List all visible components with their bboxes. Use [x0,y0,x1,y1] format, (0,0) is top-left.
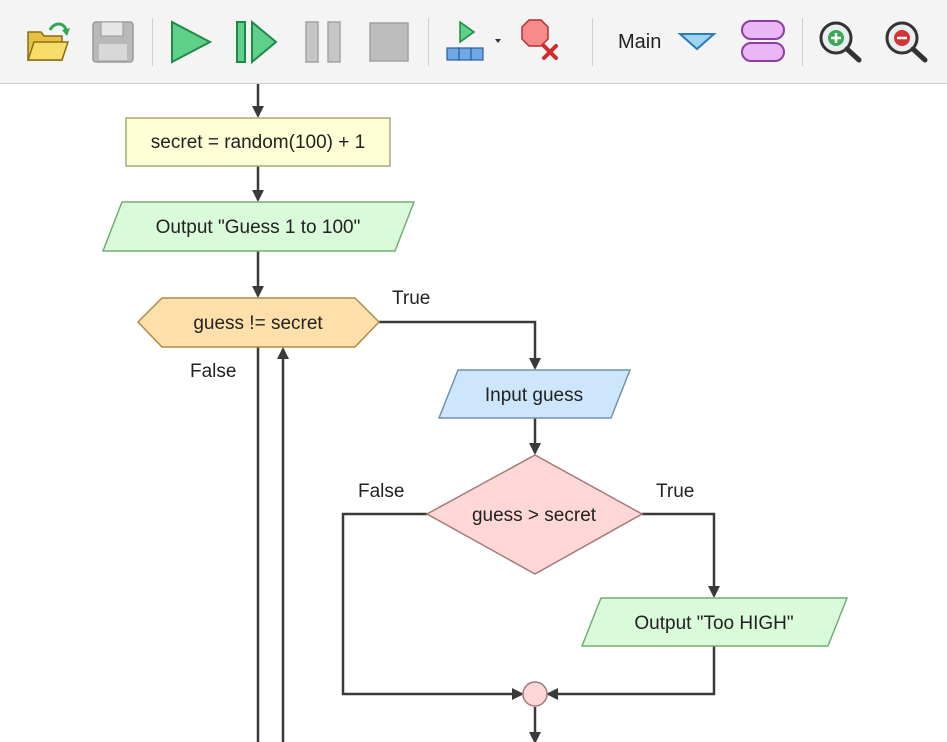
while-loop-text: guess != secret [193,313,323,334]
functions-button[interactable] [738,14,794,70]
toolbar: Main [0,0,947,84]
if-false-label: False [358,481,404,502]
zoom-in-icon [819,21,862,63]
zoom-out-icon [885,21,928,63]
stop-button[interactable] [362,14,418,70]
clear-breakpoints-button[interactable] [516,14,572,70]
pause-icon [305,21,341,63]
if-block[interactable]: guess > secret [425,454,644,575]
pause-button[interactable] [296,14,352,70]
clear-breakpoint-icon [521,19,558,60]
loop-false-label: False [190,361,236,382]
flowchart-connectors [252,84,720,742]
assign-block-shape [125,117,391,167]
input-block-shape [437,369,632,419]
toolbar-separator [802,18,803,66]
flowchart-canvas[interactable]: secret = random(100) + 1 Output "Guess 1… [0,84,947,742]
function-selector-label[interactable]: Main [618,31,662,53]
folder-open-icon [26,22,70,61]
input-block-text: Input guess [485,385,583,406]
function-shape-icon [741,20,785,62]
save-button[interactable] [84,14,140,70]
assign-block[interactable]: secret = random(100) + 1 [125,117,391,167]
function-selector-dropdown[interactable] [676,14,732,70]
toolbar-separator [592,18,593,66]
if-block-shape [425,454,644,575]
stop-icon [369,22,409,62]
step-icon [236,19,278,65]
output-intro-text: Output "Guess 1 to 100" [156,217,361,238]
if-true-label: True [656,481,694,502]
loop-true-label: True [392,288,430,309]
input-block[interactable]: Input guess [437,369,632,419]
play-icon [171,20,213,64]
connector-line [642,512,720,598]
run-button[interactable] [162,14,218,70]
toolbar-separator [428,18,429,66]
floppy-disk-icon [92,21,134,63]
output-high-block[interactable]: Output "Too HIGH" [580,597,849,647]
connector-line [341,512,524,700]
output-intro-block[interactable]: Output "Guess 1 to 100" [101,201,416,252]
step-button[interactable] [228,14,284,70]
connector-line [546,646,716,700]
output-high-text: Output "Too HIGH" [634,613,793,634]
zoom-in-button[interactable] [814,14,870,70]
connector-line [379,320,541,370]
join-connector[interactable] [522,681,548,707]
chevron-down-icon [677,33,717,51]
add-block-icon [446,20,501,61]
while-loop-block[interactable]: guess != secret [136,297,381,348]
toolbar-separator [152,18,153,66]
zoom-out-button[interactable] [880,14,936,70]
output-high-shape [580,597,849,647]
if-block-text: guess > secret [472,505,597,526]
open-button[interactable] [20,14,76,70]
while-loop-shape [136,297,381,348]
output-intro-shape [101,201,416,252]
add-block-button[interactable] [442,14,501,70]
assign-block-text: secret = random(100) + 1 [151,132,365,153]
